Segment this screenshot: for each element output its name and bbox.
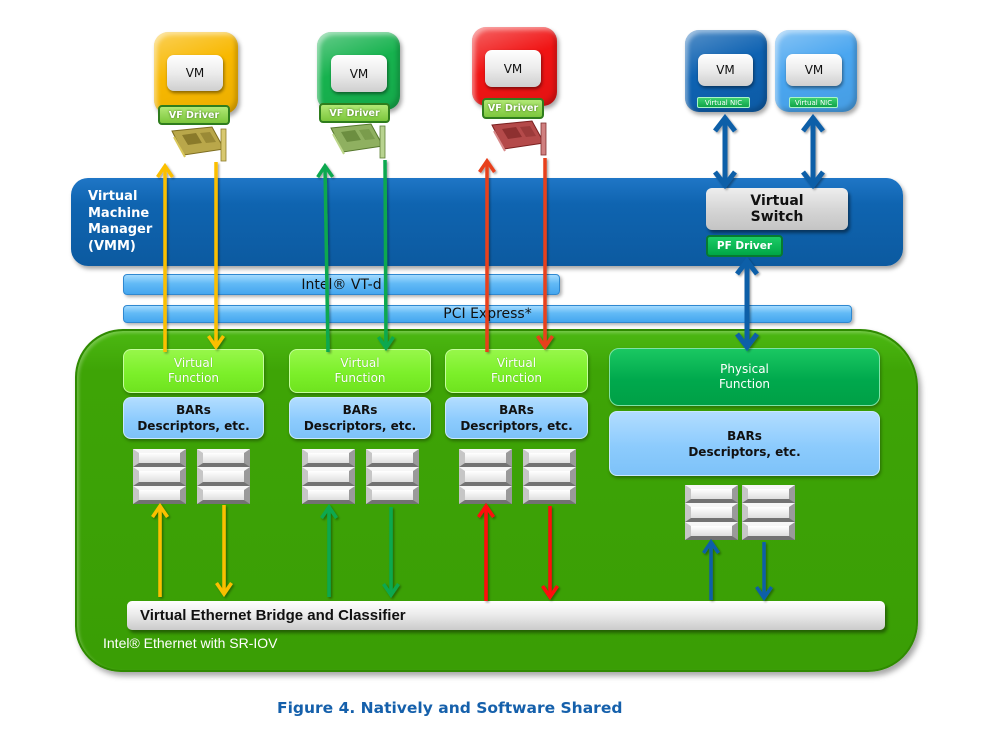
vm-box: VM [167,55,223,91]
pf-driver-label: PF Driver [706,235,783,257]
bars-line: BARs [176,403,211,417]
bars-line: Descriptors, etc. [137,419,250,433]
pf-title-line: Function [718,377,771,391]
pci-express-bar: PCI Express* [123,305,852,323]
arrow-head [316,162,335,179]
vf-driver-label: VF Driver [482,98,544,119]
vmm-title-line: Machine [88,205,150,221]
queue-slot [133,449,186,468]
queue-slot [302,467,355,486]
vf-driver-label: VF Driver [158,105,230,125]
pf-title-line: Physical [720,362,769,376]
virtual-switch-line: Switch [750,209,804,225]
queue-slot [133,467,186,486]
virtual-nic-label: Virtual NIC [789,97,838,108]
bars-line: Descriptors, etc. [688,444,801,459]
virtual-nic-label: Virtual NIC [697,97,750,108]
bars-descriptors-box: BARs Descriptors, etc. [289,397,431,439]
queue-slot [302,449,355,468]
queue-slot [459,467,512,486]
queue-slot [523,485,576,504]
queue-slot [685,485,738,504]
bars-line: BARs [727,428,762,443]
queue-block [742,485,795,540]
queue-slot [133,485,186,504]
vm-box: VM [698,54,753,86]
bars-line: Descriptors, etc. [303,419,417,433]
vf-title-line: Function [334,371,386,385]
vm-box: VM [786,54,842,86]
queue-block [302,449,355,504]
queue-block [366,449,419,504]
queue-slot [459,449,512,468]
queue-block [197,449,250,504]
pf-bars-descriptors-box: BARs Descriptors, etc. [609,411,880,476]
vf-title-line: Virtual [496,356,537,370]
queue-slot [742,503,795,522]
vm-box: VM [331,55,387,92]
queue-slot [523,449,576,468]
virtual-function-box: Virtual Function [445,349,588,393]
virtual-function-box: Virtual Function [289,349,431,393]
queue-slot [459,485,512,504]
vmm-title: Virtual Machine Manager (VMM) [88,189,152,255]
vt-d-bar: Intel® VT-d [123,274,560,295]
vf-title-line: Function [167,371,220,385]
vf-title-line: Virtual [173,356,214,370]
queue-slot [742,485,795,504]
queue-slot [366,467,419,486]
queue-slot [197,485,250,504]
physical-function-box: Physical Function [609,348,880,406]
vm-box: VM [485,50,541,87]
queue-slot [685,521,738,540]
virtual-switch: Virtual Switch [706,188,848,230]
queue-slot [197,467,250,486]
pci-card-icon [491,120,547,156]
arrow-head [801,113,825,133]
queue-block [459,449,512,504]
vf-title-line: Virtual [340,356,380,370]
pci-card-icon [330,123,386,159]
vmm-title-line: Virtual [88,189,138,204]
bars-line: Descriptors, etc. [460,419,573,433]
queue-block [133,449,186,504]
adapter-label: Intel® Ethernet with SR-IOV [103,635,278,651]
bars-line: BARs [342,403,378,417]
bars-descriptors-box: BARs Descriptors, etc. [445,397,588,439]
bars-line: BARs [499,403,534,417]
arrow-vm5-switch-icon [801,113,825,190]
arrow-vm4-switch-icon [713,113,737,190]
queue-slot [742,521,795,540]
pci-card-icon [171,126,227,162]
vmm-title-line: (VMM) [88,238,136,254]
virtual-ethernet-bridge: Virtual Ethernet Bridge and Classifier [127,601,885,630]
arrow-head [478,157,496,173]
arrow-head [156,162,174,178]
queue-block [685,485,738,540]
vf-title-line: Function [490,371,543,385]
queue-slot [366,449,419,468]
queue-block [523,449,576,504]
virtual-function-box: Virtual Function [123,349,264,393]
virtual-switch-line: Virtual [750,193,804,209]
queue-slot [197,449,250,468]
vmm-title-line: Manager [88,222,153,237]
queue-slot [523,467,576,486]
queue-slot [685,503,738,522]
queue-slot [302,485,355,504]
bars-descriptors-box: BARs Descriptors, etc. [123,397,264,439]
vf-driver-label: VF Driver [319,103,390,123]
arrow-head [713,113,737,133]
queue-slot [366,485,419,504]
figure-caption: Figure 4. Natively and Software Shared [277,699,623,717]
